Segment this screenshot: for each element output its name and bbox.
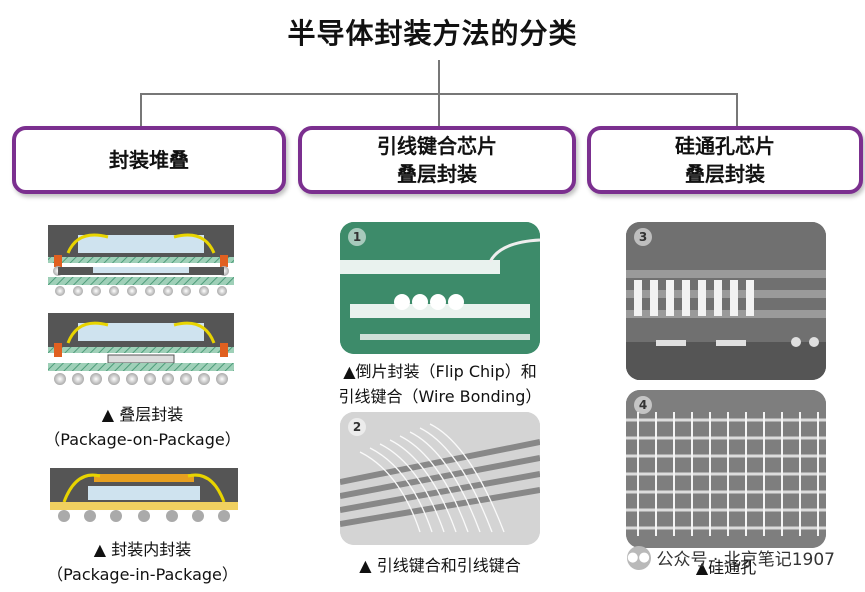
caption-line2: 引线键合（Wire Bonding） (338, 387, 542, 406)
connector-mid (438, 93, 440, 127)
photo-number: 1 (348, 228, 366, 246)
tsv-photo-1: 3 (626, 222, 826, 380)
category-tsv-stacking: 硅通孔芯片 叠层封装 (587, 126, 863, 194)
caption-tsv: ▲硅通孔 (626, 555, 826, 580)
category-wire-bond-stacking: 引线键合芯片 叠层封装 (298, 126, 576, 194)
caption-wire-wire: ▲ 引线键合和引线键合 (322, 553, 558, 578)
category-label-line1: 引线键合芯片 (377, 134, 497, 158)
category-label-line2: 叠层封装 (397, 162, 477, 186)
caption-line1: ▲倒片封装（Flip Chip）和 (343, 362, 537, 381)
caption-line1: ▲ 引线键合和引线键合 (359, 556, 521, 575)
tsv-photo-2: 4 (626, 390, 826, 548)
caption-line2: （Package-on-Package） (44, 430, 241, 449)
category-label: 封装堆叠 (109, 148, 189, 172)
watermark: ●● 公众号 · 北京笔记1907 (626, 545, 835, 570)
wechat-icon: ●● (626, 545, 651, 570)
caption-line1: ▲ 封装内封装 (93, 540, 192, 559)
connector-right (736, 93, 738, 127)
category-package-stacking: 封装堆叠 (12, 126, 286, 194)
pip-diagram (50, 468, 238, 522)
connector-trunk (438, 60, 440, 94)
connector-left (140, 93, 142, 127)
caption-line1: ▲ 叠层封装 (101, 405, 184, 424)
photo-number: 4 (634, 396, 652, 414)
pop-diagram (48, 225, 234, 385)
caption-line2: （Package-in-Package） (47, 565, 238, 584)
caption-line1: ▲硅通孔 (695, 558, 757, 577)
photo-number: 3 (634, 228, 652, 246)
caption-pop: ▲ 叠层封装 （Package-on-Package） (20, 402, 265, 452)
category-label-line1: 硅通孔芯片 (675, 134, 775, 158)
flip-chip-photo: 1 (340, 222, 540, 354)
watermark-text: 公众号 · 北京笔记1907 (656, 550, 835, 570)
diagram-title: 半导体封装方法的分类 (287, 17, 578, 50)
category-label-line2: 叠层封装 (685, 162, 765, 186)
wire-bond-photo: 2 (340, 412, 540, 545)
caption-flip-wire: ▲倒片封装（Flip Chip）和 引线键合（Wire Bonding） (322, 359, 558, 409)
photo-number: 2 (348, 418, 366, 436)
caption-pip: ▲ 封装内封装 （Package-in-Package） (20, 537, 265, 587)
